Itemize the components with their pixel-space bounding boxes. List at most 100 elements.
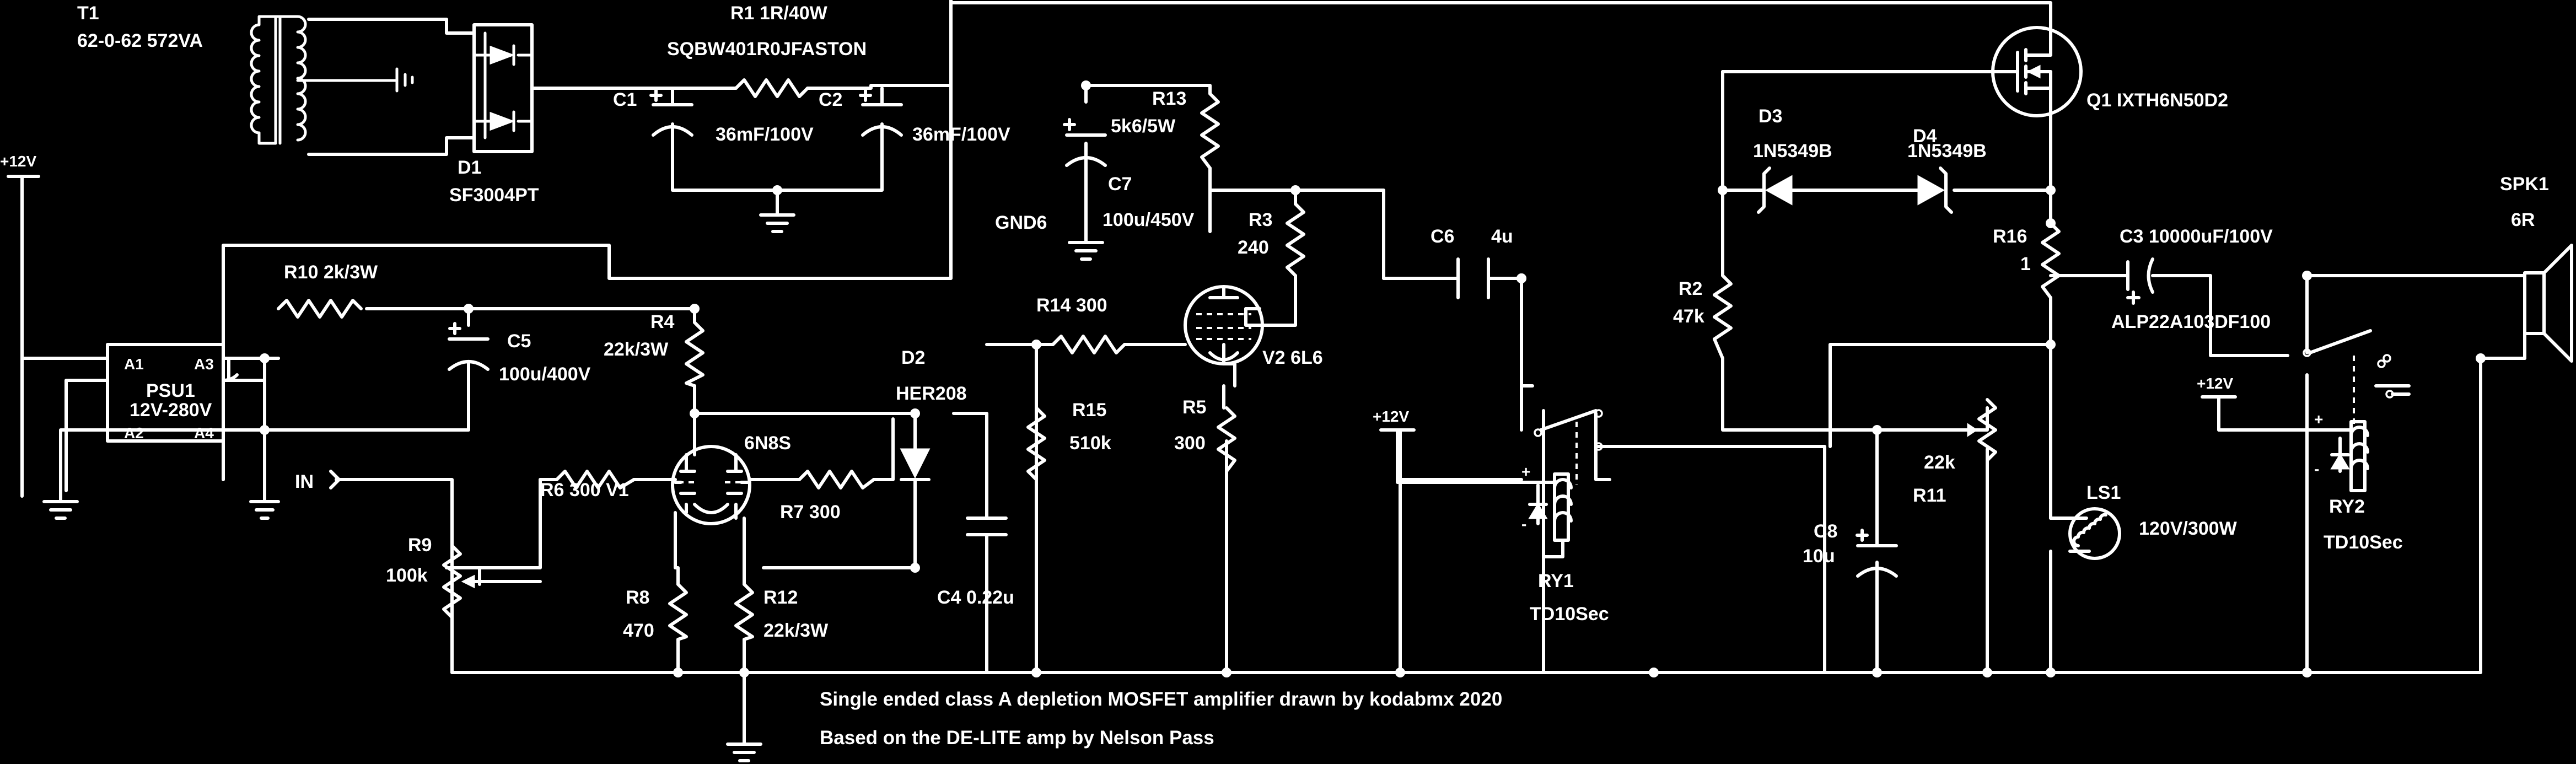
v1-value: 6N8S: [744, 433, 791, 454]
resistor-r13: [1200, 92, 1220, 170]
lamp-ls1: [2068, 507, 2121, 560]
r1-ref: R1 1R/40W: [730, 3, 828, 24]
c1-ref: C1: [613, 89, 637, 110]
psu1-pin-a4: A4: [194, 424, 214, 442]
bridge-d1: [472, 23, 534, 153]
supply-label-ry2: +12V: [2197, 375, 2233, 392]
resistor-r4: [685, 321, 704, 388]
resistor-r15: [1026, 406, 1046, 481]
r1-part: SQBW401R0JFASTON: [667, 39, 867, 60]
capacitor-c7: [1063, 118, 1107, 233]
resistor-r12: [734, 583, 754, 641]
r15-ref: R15: [1072, 400, 1106, 421]
r5-ref: R5: [1182, 397, 1206, 418]
r16-ref: R16: [1993, 226, 2027, 247]
wires: [20, 0, 2526, 746]
r12-ref: R12: [763, 587, 798, 608]
supply-label-psu: +12V: [0, 153, 36, 170]
gnd6-label: GND6: [995, 212, 1047, 233]
r15-value: 510k: [1069, 433, 1111, 454]
c8-ref: C8: [1814, 521, 1837, 542]
supply-label-ry1: +12V: [1373, 408, 1409, 425]
t1-value: 62-0-62 572VA: [77, 30, 203, 51]
ground-symbol-gnd6: [1068, 230, 1104, 261]
v2-label: V2 6L6: [1262, 347, 1323, 368]
resistor-r6: [555, 470, 636, 489]
relay-coil-ry2: [2330, 420, 2369, 492]
c5-ref: C5: [507, 331, 531, 352]
r4-ref: R4: [650, 311, 675, 332]
c2-ref: C2: [819, 89, 842, 110]
ry1-value: TD10Sec: [1530, 604, 1609, 625]
capacitor-c4: [966, 505, 1008, 536]
c2-value: 36mF/100V: [912, 124, 1010, 145]
psu1-pin-a3: A3: [194, 356, 214, 373]
supply-12v-ry1: [1379, 428, 1564, 558]
d3-ref: D3: [1758, 106, 1782, 127]
ground-symbol-psu1-a4: [249, 500, 280, 520]
input-arrow: [329, 470, 341, 489]
capacitor-c1: [649, 89, 693, 148]
c4-label: C4 0.22u: [937, 587, 1014, 608]
psu1-ref: PSU1: [146, 380, 195, 401]
capacitor-c2: [859, 89, 903, 148]
ry1-pol-plus: +: [1521, 463, 1530, 480]
transformer-t1: [250, 15, 414, 145]
r8-value: 470: [623, 620, 654, 641]
r2-ref: R2: [1679, 278, 1702, 299]
labels: T1 62-0-62 572VA D1 SF3004PT R1 1R/40W S…: [0, 3, 2549, 749]
c7-value: 100u/450V: [1103, 209, 1195, 230]
input-label: IN: [295, 471, 314, 492]
resistor-r1: [734, 78, 809, 98]
r11-ref: R11: [1913, 485, 1946, 506]
resistor-r16: [2041, 222, 2061, 299]
potentiometer-r9: [442, 544, 542, 619]
r3-value: 240: [1238, 237, 1269, 258]
d2-ref: D2: [901, 347, 925, 368]
potentiometer-r11: [1953, 398, 1997, 462]
ls1-ref: LS1: [2086, 482, 2121, 503]
c3-label: C3 10000uF/100V: [2120, 226, 2273, 247]
r14-label: R14 300: [1036, 295, 1107, 316]
resistor-r5: [1217, 406, 1236, 473]
r8-ref: R8: [626, 587, 649, 608]
r3-ref: R3: [1249, 209, 1272, 230]
psu1-value: 12V-280V: [130, 400, 212, 421]
c3-part: ALP22A103DF100: [2111, 311, 2271, 332]
resistor-r14: [1051, 335, 1126, 354]
c1-value: 36mF/100V: [716, 124, 814, 145]
capacitor-c5: [448, 322, 490, 371]
r10-label: R10 2k/3W: [284, 262, 378, 283]
mosfet-q1: [1988, 26, 2083, 117]
zener-d3: [1757, 166, 1793, 214]
ry2-ref: RY2: [2329, 496, 2365, 517]
r11-value: 22k: [1924, 452, 1955, 473]
d1-value: SF3004PT: [449, 185, 539, 206]
capacitor-c8: [1856, 522, 1898, 674]
junction-dots: [260, 80, 2486, 677]
ry1-ref: RY1: [1538, 571, 1574, 591]
tube-v2: [1161, 285, 1264, 365]
q1-label: Q1 IXTH6N50D2: [2086, 90, 2228, 111]
r12-value: 22k/3W: [763, 620, 829, 641]
spk1-value: 6R: [2511, 209, 2535, 230]
ground-symbol-psu: [759, 213, 795, 233]
title-line-1: Single ended class A depletion MOSFET am…: [820, 688, 1502, 710]
r9-ref: R9: [408, 535, 432, 556]
resistor-r2: [1713, 274, 1733, 360]
r16-value: 1: [2020, 254, 2031, 275]
psu1-pin-a2: A2: [124, 424, 144, 442]
ry2-pol-plus: +: [2314, 411, 2323, 428]
r13-ref: R13: [1152, 88, 1186, 109]
relay-switch-ry1: [1534, 409, 1603, 485]
diode-d2: [900, 448, 931, 481]
r13-value: 5k6/5W: [1111, 116, 1176, 137]
ground-symbol-main: [726, 743, 762, 762]
r9-value: 100k: [386, 565, 428, 586]
resistor-r7: [798, 470, 875, 489]
d1-ref: D1: [458, 157, 481, 178]
relay-switch-ry2: [2303, 329, 2411, 430]
r2-value: 47k: [1673, 306, 1704, 327]
ls1-value: 120V/300W: [2139, 518, 2238, 539]
